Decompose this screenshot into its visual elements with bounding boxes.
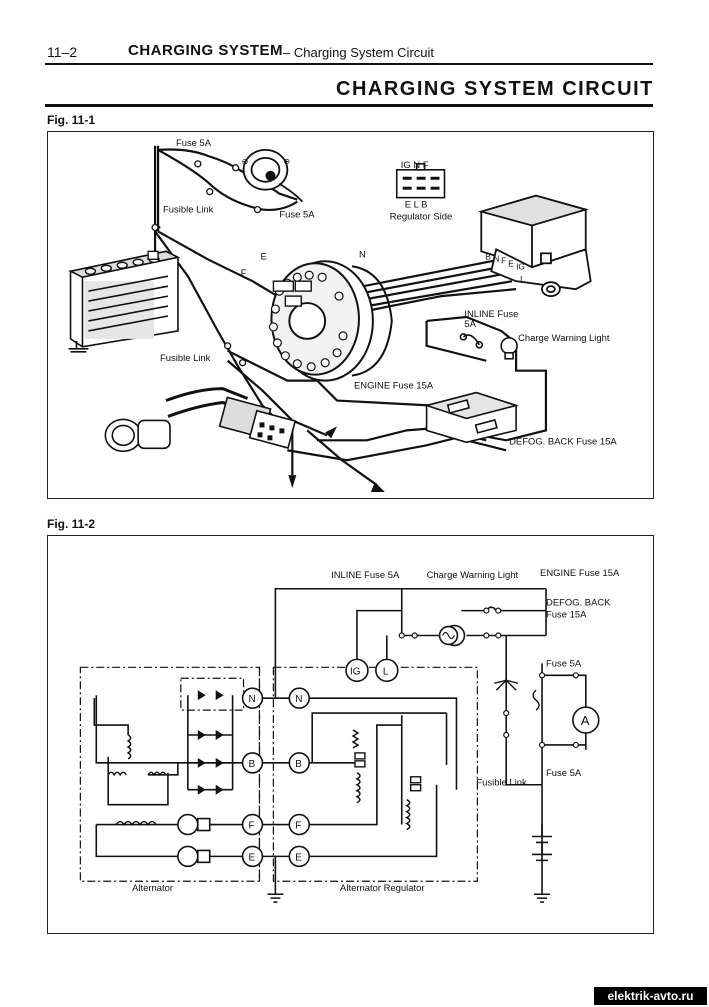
- label-term-f: F: [241, 268, 247, 279]
- label-reg-ig: IG: [516, 261, 525, 271]
- label-alternator-regulator: Alternator Regulator: [340, 883, 424, 894]
- fig1-label: Fig. 11-1: [47, 113, 96, 127]
- fig1-wiring-illustration: ⊖ ⊕: [47, 131, 654, 499]
- label-defog-fuse: DEFOG. BACK Fuse 15A: [509, 436, 617, 447]
- title-rule: [45, 104, 653, 107]
- label-inline-fuse: INLINE Fuse 5A: [331, 570, 400, 581]
- label-regulator-side: Regulator Side: [390, 212, 452, 223]
- term-l: L: [383, 666, 389, 677]
- label-reg-e: E: [508, 258, 514, 268]
- label-alternator: Alternator: [132, 883, 173, 894]
- label-fuse-5a-top: Fuse 5A: [176, 138, 212, 149]
- term-b1: B: [249, 759, 256, 770]
- label-term-e: E: [260, 251, 266, 262]
- term-n1: N: [249, 694, 256, 705]
- section-title: CHARGING SYSTEM: [128, 42, 284, 59]
- label-defog-back: DEFOG. BACK: [546, 598, 611, 609]
- term-b2: B: [295, 759, 302, 770]
- label-fuse-5a-top: Fuse 5A: [546, 658, 582, 669]
- label-fuse-5a-mid: Fuse 5A: [279, 210, 315, 221]
- section-subtitle: – Charging System Circuit: [283, 45, 434, 60]
- page-title: CHARGING SYSTEM CIRCUIT: [336, 78, 654, 100]
- label-fusible-link-bottom: Fusible Link: [160, 353, 211, 364]
- label-engine-fuse: ENGINE Fuse 15A: [540, 568, 620, 579]
- term-e1: E: [249, 852, 256, 863]
- watermark: elektrik-avto.ru: [594, 987, 707, 1005]
- label-reg-b: B: [485, 251, 491, 261]
- header-rule: [45, 63, 653, 65]
- label-fusible-link-top: Fusible Link: [163, 205, 214, 216]
- term-n2: N: [295, 694, 302, 705]
- term-ig: IG: [350, 666, 361, 677]
- label-defog-fuse: Fuse 15A: [546, 610, 587, 621]
- label-charge-warning-light: Charge Warning Light: [518, 333, 610, 344]
- svg-text:⊖: ⊖: [242, 157, 249, 166]
- label-connector-top: IG N F: [401, 160, 429, 171]
- svg-text:⊕: ⊕: [283, 157, 290, 166]
- label-connector-bottom: E L B: [405, 200, 428, 211]
- label-fuse-5a-bottom: Fuse 5A: [546, 768, 582, 779]
- label-term-n: N: [359, 249, 366, 260]
- term-e2: E: [295, 852, 302, 863]
- page-number: 11–2: [47, 44, 78, 60]
- fig2-label: Fig. 11-2: [47, 517, 96, 531]
- label-inline-fuse-value: 5A: [464, 319, 476, 330]
- label-reg-n: N: [493, 253, 499, 263]
- fig2-schematic: N N B B F F E E IG L A INLINE Fuse 5A Ch…: [47, 535, 654, 934]
- ammeter-letter: A: [581, 713, 590, 728]
- term-f2: F: [295, 821, 301, 832]
- label-reg-f: F: [501, 255, 506, 265]
- label-engine-fuse: ENGINE Fuse 15A: [354, 381, 434, 392]
- label-charge-warning-light: Charge Warning Light: [427, 570, 519, 581]
- term-f1: F: [249, 821, 255, 832]
- label-reg-l: L: [520, 274, 525, 284]
- label-fusible-link: Fusible Link: [476, 778, 527, 789]
- label-inline-fuse: INLINE Fuse: [464, 309, 518, 320]
